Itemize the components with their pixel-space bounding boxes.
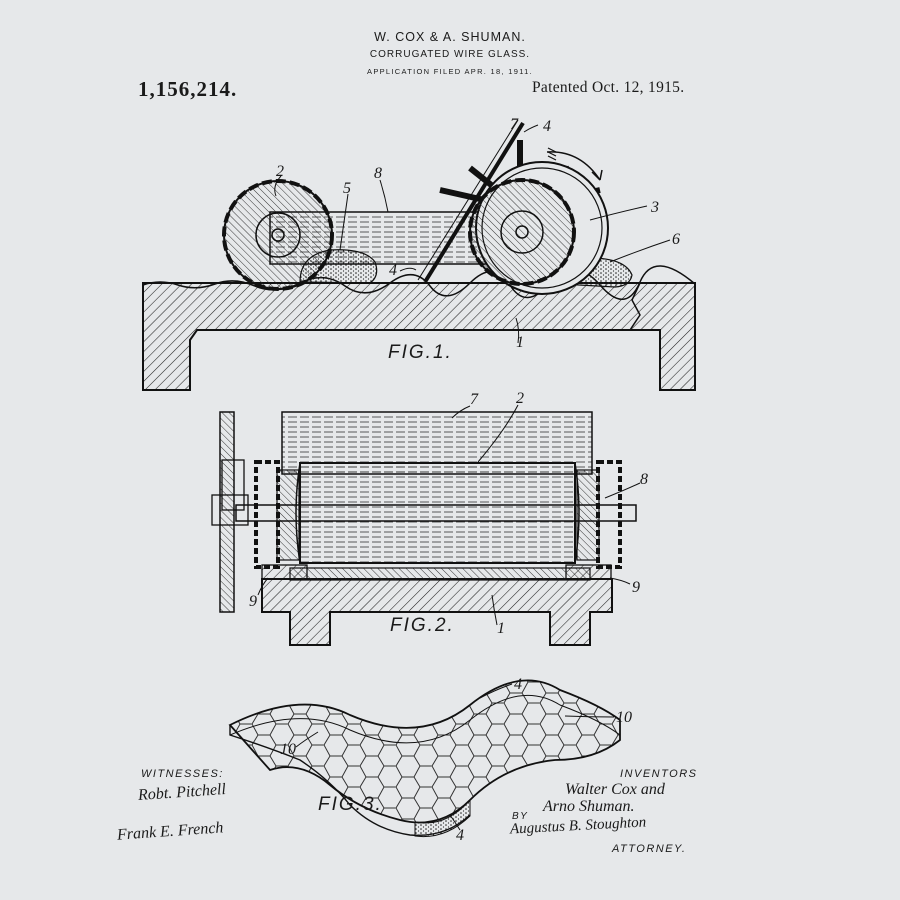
fig2-ref-7: 7: [470, 391, 479, 408]
fig1-wire-mesh-4: [423, 121, 525, 284]
fig1-roller-3: [439, 140, 609, 295]
fig1-ref-3: 3: [650, 199, 659, 216]
fig2-gear-left: [254, 460, 280, 569]
fig3-label: FIG.3.: [318, 794, 383, 815]
fig3-ref-4-top: 4: [514, 676, 522, 693]
fig1-table: [142, 282, 696, 391]
fig1-drawing: 2 8 5 7 4 3 6 4 1 FIG.1.: [142, 116, 696, 391]
fig1-roller-2: [222, 179, 334, 291]
fig1-ref-6: 6: [672, 231, 680, 248]
fig1-rotation-arrow: [546, 151, 601, 181]
application-filed-date: APPLICATION FILED APR. 18, 1911.: [367, 67, 533, 76]
fig3-ref-10-left: 10: [280, 741, 296, 758]
fig1-ref-5: 5: [343, 180, 351, 197]
patent-title: CORRUGATED WIRE GLASS.: [369, 49, 531, 60]
fig1-ref-7: 7: [510, 116, 519, 133]
fig2-ref-1: 1: [497, 620, 505, 637]
fig2-ref-8: 8: [640, 471, 648, 488]
fig2-roller-2: [299, 462, 576, 564]
fig2-label: FIG.2.: [390, 615, 455, 636]
fig1-ref-4-low: 4: [389, 262, 397, 279]
fig1-ref-4-top: 4: [543, 118, 551, 135]
fig1-label: FIG.1.: [388, 342, 453, 363]
fig2-ref-9-right: 9: [632, 579, 640, 596]
fig1-ref-2: 2: [276, 163, 284, 180]
fig2-drawing: 7 2 8 9 9 1 FIG.2.: [211, 390, 648, 646]
by-label: BY: [512, 811, 529, 822]
fig3-ref-10-right: 10: [616, 709, 632, 726]
fig3-ref-4-bottom: 4: [456, 827, 464, 844]
fig3-drawing: 4 10 10 4 FIG.3.: [228, 676, 632, 844]
inventor-signature-2: Arno Shuman.: [543, 798, 635, 815]
patented-date: Patented Oct. 12, 1915.: [532, 79, 685, 96]
fig1-ref-8: 8: [374, 165, 382, 182]
fig2-ref-9-left: 9: [249, 593, 257, 610]
inventor-names-header: W. COX & A. SHUMAN.: [374, 30, 526, 44]
fig2-gear-right: [596, 460, 622, 569]
attorney-label: ATTORNEY.: [612, 843, 687, 855]
fig2-handwheel: [211, 411, 249, 613]
fig3-corrugated-sheet: [228, 679, 621, 824]
patent-number: 1,156,214.: [138, 77, 238, 101]
inventor-signature-1: Walter Cox and: [565, 781, 665, 798]
fig1-ref-1: 1: [516, 334, 524, 351]
fig2-ref-2: 2: [516, 390, 524, 407]
witnesses-label: WITNESSES:: [141, 768, 224, 780]
fig3-edge-thickness: [414, 798, 471, 838]
fig2-table: [261, 578, 613, 646]
inventors-label: INVENTORS: [620, 768, 698, 780]
